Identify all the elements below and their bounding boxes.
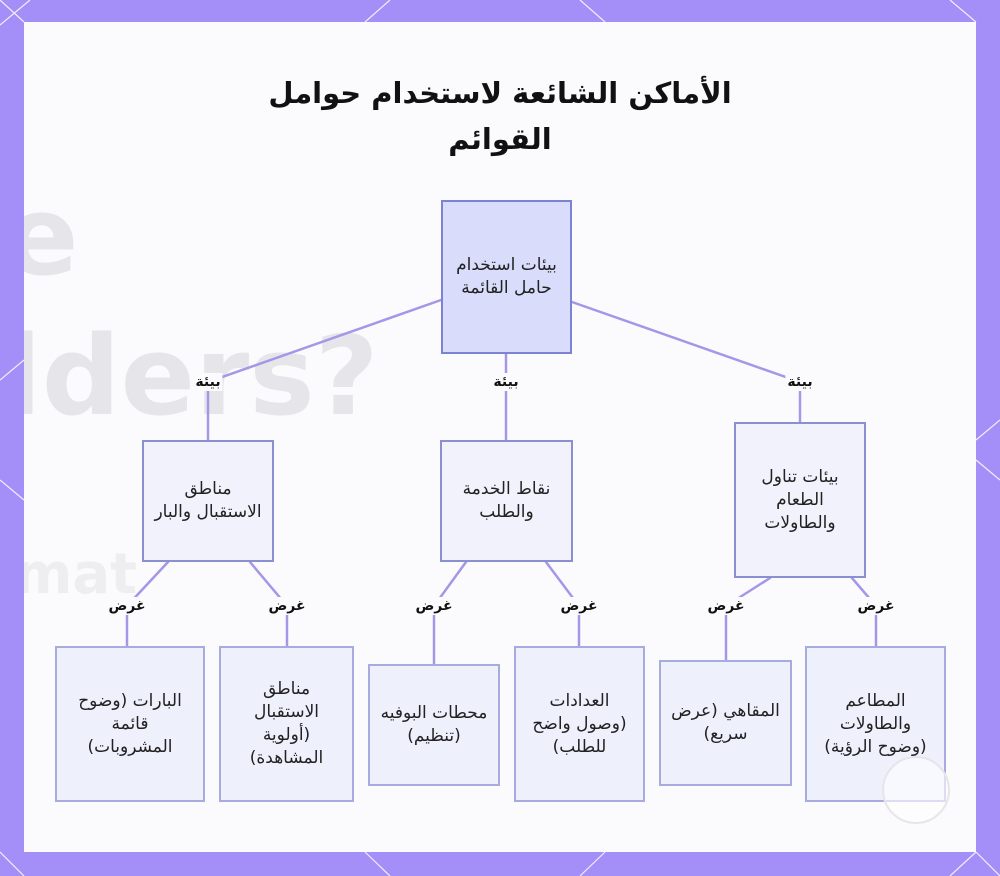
background-decoration: e (24, 172, 79, 300)
edge-label-purpose: غرض (266, 597, 308, 615)
edge-label-environment: بيئة (491, 373, 521, 391)
node-cafes-label: المقاهي (عرض سريع) (671, 701, 780, 744)
edge-label-purpose: غرض (705, 597, 747, 615)
node-bars-label: البارات (وضوح قائمة المشروبات) (78, 690, 182, 757)
diagram-title: الأماكن الشائعة لاستخدام حوامل القوائم (200, 70, 800, 162)
edge-label-purpose: غرض (855, 597, 897, 615)
title-line-1: الأماكن الشائعة لاستخدام حوامل (268, 76, 732, 110)
node-reception: مناطق الاستقبال والبار (142, 440, 274, 562)
node-root-label: بيئات استخدام حامل القائمة (456, 255, 557, 298)
node-dining-label: بيئات تناول الطعام والطاولات (761, 466, 839, 533)
node-buffet-label: محطات البوفيه (تنظيم) (380, 703, 488, 746)
node-reception-label: مناطق الاستقبال والبار (154, 479, 262, 522)
node-root: بيئات استخدام حامل القائمة (441, 200, 572, 354)
edge-label-purpose: غرض (106, 597, 148, 615)
edge-label-environment: بيئة (785, 373, 815, 391)
edge-label-purpose: غرض (413, 597, 455, 615)
node-service: نقاط الخدمة والطلب (440, 440, 573, 562)
node-counters-label: العدادات (وصول واضح للطلب) (532, 690, 627, 757)
edge-label-environment: بيئة (193, 373, 223, 391)
node-restaurants-label: المطاعم والطاولات (وضوح الرؤية) (824, 690, 927, 757)
node-dining: بيئات تناول الطعام والطاولات (734, 422, 866, 578)
node-cafes: المقاهي (عرض سريع) (659, 660, 792, 786)
node-counters: العدادات (وصول واضح للطلب) (514, 646, 645, 802)
title-line-2: القوائم (448, 122, 552, 156)
edge-label-purpose: غرض (558, 597, 600, 615)
corner-badge-icon (882, 756, 950, 824)
node-buffet: محطات البوفيه (تنظيم) (368, 664, 500, 786)
node-bars: البارات (وضوح قائمة المشروبات) (55, 646, 205, 802)
node-reception-areas: مناطق الاستقبال (أولوية المشاهدة) (219, 646, 354, 802)
background-decoration: mat (24, 542, 137, 607)
node-reception-areas-label: مناطق الاستقبال (أولوية المشاهدة) (249, 679, 324, 768)
node-service-label: نقاط الخدمة والطلب (462, 479, 551, 522)
